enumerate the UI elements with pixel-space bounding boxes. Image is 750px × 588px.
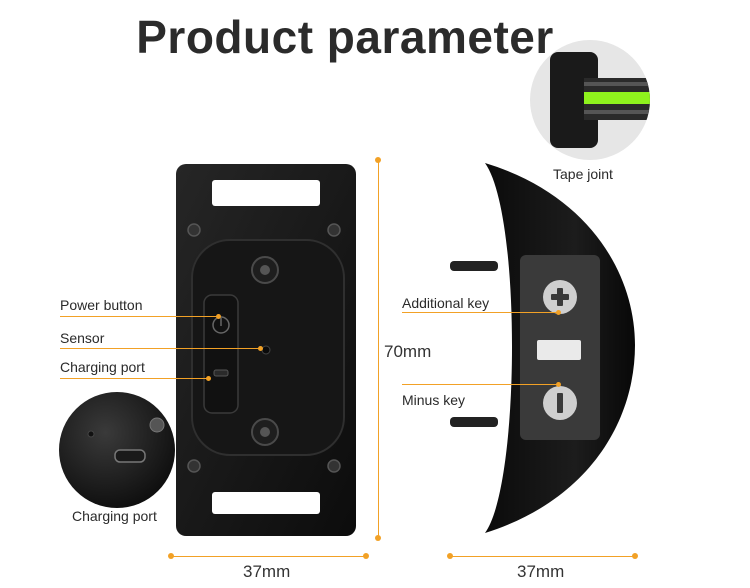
power-icon: [212, 316, 230, 334]
electrode-bottom-center: [260, 427, 270, 437]
screw-icon: [187, 223, 201, 237]
pin-top-icon: [450, 261, 498, 271]
screw-icon: [327, 459, 341, 473]
additional-key-label: Additional key: [402, 295, 490, 311]
electrode-top-center: [260, 265, 270, 275]
screw-icon: [327, 223, 341, 237]
minus-key-label: Minus key: [402, 392, 466, 408]
device-back-view: [176, 164, 356, 536]
tape-joint-detail: [530, 40, 650, 160]
side-panel: [203, 294, 239, 414]
green-stripe: [584, 92, 650, 104]
usb-c-port-icon: [114, 449, 146, 463]
width-back-dimension: 37mm: [243, 562, 291, 581]
bottom-strap-slot: [212, 492, 320, 514]
pin-bottom-icon: [450, 417, 498, 427]
width-side-dimension: 37mm: [517, 562, 565, 581]
screw-icon: [149, 417, 165, 433]
device-side-view: [450, 163, 635, 533]
tape-joint-label: Tape joint: [553, 166, 613, 182]
page-title: Product parameter: [136, 11, 554, 63]
indicator-bar: [537, 340, 581, 360]
height-dimension: 70mm: [384, 342, 432, 361]
charging-port-detail-label: Charging port: [72, 508, 157, 524]
usb-port-icon: [213, 369, 229, 377]
sensor-hole: [261, 345, 271, 355]
power-button-label: Power button: [60, 297, 143, 313]
sensor-label: Sensor: [60, 330, 105, 346]
screw-icon: [187, 459, 201, 473]
charging-port-detail: [59, 392, 175, 508]
top-strap-slot: [212, 180, 320, 206]
charging-port-label: Charging port: [60, 359, 145, 375]
